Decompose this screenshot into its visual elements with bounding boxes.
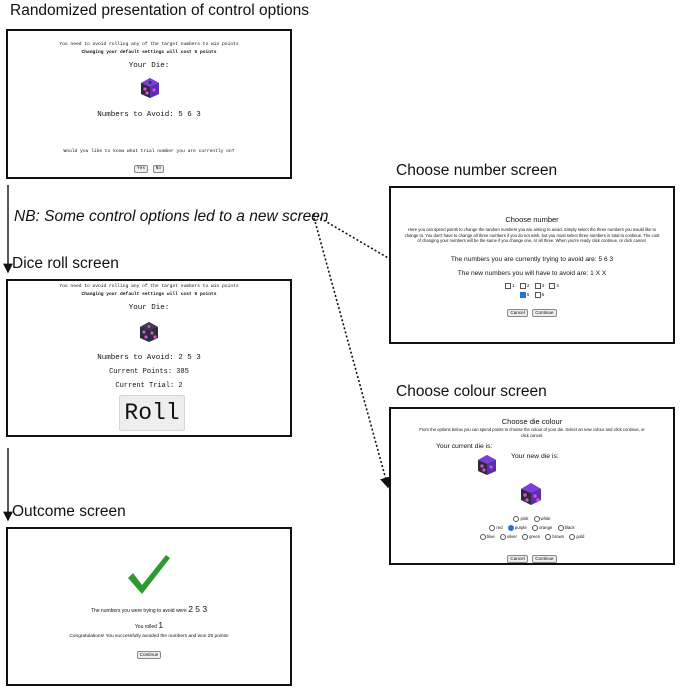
choose-number-title: Choose number <box>505 215 559 224</box>
screen-randomized: You need to avoid rolling any of the tar… <box>6 29 292 179</box>
cost-line: Changing your default settings will cost… <box>81 292 217 297</box>
current-points: Current Points: 385 <box>109 368 189 376</box>
number-option[interactable]: 1 <box>505 283 515 289</box>
number-options-row2: 5 6 <box>391 292 673 298</box>
number-option[interactable]: 4 <box>549 283 559 289</box>
trial-question: Would you like to know what trial number… <box>63 149 235 154</box>
check-mark-icon <box>128 555 170 594</box>
number-options-row1: 1 2 3 4 <box>391 283 673 289</box>
colour-option[interactable]: silver <box>499 534 517 540</box>
heading-nb-note: NB: Some control options led to a new sc… <box>14 208 329 225</box>
colour-options-row2: red purple orange black <box>391 525 673 531</box>
rolled-value: 1 <box>158 620 164 630</box>
heading-dice-roll: Dice roll screen <box>12 255 119 272</box>
heading-outcome: Outcome screen <box>12 503 126 520</box>
screen-choose-colour: Choose die colour From the options below… <box>389 407 675 565</box>
number-option[interactable]: 5 <box>519 292 529 298</box>
avoid-summary-text: The numbers you were trying to avoid wer… <box>90 608 187 614</box>
new-die-label: Your new die is: <box>511 453 559 460</box>
heading-randomized: Randomized presentation of control optio… <box>10 2 309 19</box>
instruction-line: You need to avoid rolling any of the tar… <box>59 284 239 289</box>
colour-option[interactable]: orange <box>531 525 552 531</box>
congrats-message: Congratulations! You successfully avoide… <box>69 634 229 639</box>
numbers-to-avoid: Numbers to Avoid: 2 5 3 <box>97 354 201 362</box>
screen-dice-roll: You need to avoid rolling any of the tar… <box>6 279 292 437</box>
colour-options-row3: blue silver green brown gold <box>391 534 673 540</box>
choose-colour-instructions: From the options below you can spend poi… <box>419 427 645 438</box>
cost-line: Changing your default settings will cost… <box>81 50 217 55</box>
new-numbers: The new numbers you will have to avoid a… <box>457 270 607 277</box>
colour-option[interactable]: black <box>557 525 575 531</box>
roll-button[interactable]: Roll <box>119 395 185 431</box>
cancel-button[interactable]: Cancel <box>507 555 528 563</box>
arrow-to-choose-colour <box>312 213 391 489</box>
your-die-label: Your Die: <box>128 62 170 70</box>
die-icon <box>140 322 158 342</box>
screen-outcome: The numbers you were trying to avoid wer… <box>6 527 292 686</box>
instruction-line: You need to avoid rolling any of the tar… <box>59 42 239 47</box>
number-option[interactable]: 6 <box>534 292 544 298</box>
yes-button[interactable]: Yes <box>133 165 149 173</box>
new-die-icon <box>521 483 541 505</box>
number-option[interactable]: 2 <box>519 283 529 289</box>
continue-button[interactable]: Continue <box>532 309 557 317</box>
current-trial: Current Trial: 2 <box>115 382 183 390</box>
number-option[interactable]: 3 <box>534 283 544 289</box>
colour-option[interactable]: brown <box>545 534 564 540</box>
rolled-text: You rolled <box>134 624 157 630</box>
current-die-icon <box>478 455 496 475</box>
colour-option[interactable]: green <box>522 534 540 540</box>
no-button[interactable]: No <box>152 165 165 173</box>
colour-options-row1: pink white <box>391 516 673 522</box>
cancel-button[interactable]: Cancel <box>507 309 528 317</box>
numbers-to-avoid: Numbers to Avoid: 5 6 3 <box>97 111 201 119</box>
screen-choose-number: Choose number Here you can spend points … <box>389 186 675 344</box>
colour-option[interactable]: white <box>533 516 551 522</box>
colour-option[interactable]: purple <box>507 525 527 531</box>
heading-choose-colour: Choose colour screen <box>396 383 547 400</box>
choose-number-instructions: Here you can spend points to change the … <box>404 227 660 244</box>
colour-option[interactable]: blue <box>479 534 495 540</box>
current-die-label: Your current die is: <box>436 443 493 450</box>
colour-option[interactable]: pink <box>513 516 528 522</box>
continue-button[interactable]: Continue <box>136 651 162 659</box>
avoid-summary: The numbers you were trying to avoid wer… <box>8 604 290 614</box>
rolled-summary: You rolled 1 <box>8 620 290 630</box>
continue-button[interactable]: Continue <box>532 555 557 563</box>
your-die-label: Your Die: <box>128 304 170 312</box>
purple-die-icon <box>141 78 159 98</box>
colour-option[interactable]: gold <box>569 534 584 540</box>
colour-option[interactable]: red <box>489 525 503 531</box>
choose-colour-title: Choose die colour <box>501 417 563 426</box>
current-numbers: The numbers you are currently trying to … <box>450 256 614 263</box>
avoid-summary-value: 2 5 3 <box>188 604 208 614</box>
heading-choose-number: Choose number screen <box>396 162 558 179</box>
